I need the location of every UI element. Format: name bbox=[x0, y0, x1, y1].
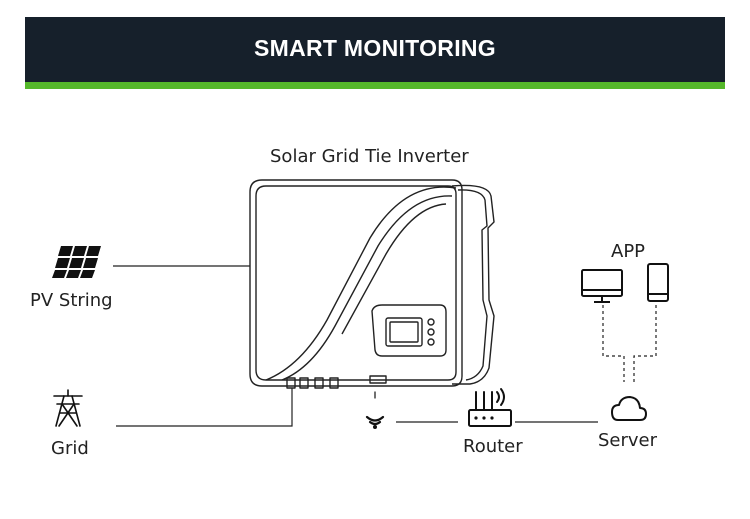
cloud-icon bbox=[611, 396, 647, 421]
smartphone-icon bbox=[647, 263, 669, 302]
grid-label: Grid bbox=[51, 438, 89, 459]
inverter-label: Solar Grid Tie Inverter bbox=[270, 146, 469, 167]
router-icon bbox=[468, 388, 512, 427]
solar-panel-icon bbox=[52, 246, 101, 278]
wifi-signal-icon bbox=[365, 391, 385, 429]
header-banner: SMART MONITORING bbox=[25, 17, 725, 82]
monitor-icon bbox=[581, 269, 623, 303]
app-connector-dashed bbox=[602, 305, 657, 382]
banner-accent-stripe bbox=[25, 82, 725, 89]
power-tower-icon bbox=[53, 389, 83, 427]
router-label: Router bbox=[463, 436, 523, 457]
page-title: SMART MONITORING bbox=[253, 35, 497, 61]
pv-string-label: PV String bbox=[30, 290, 113, 311]
inverter-device bbox=[249, 179, 495, 389]
connector-lines bbox=[113, 265, 598, 427]
server-label: Server bbox=[598, 430, 658, 451]
app-label: APP bbox=[611, 241, 646, 262]
